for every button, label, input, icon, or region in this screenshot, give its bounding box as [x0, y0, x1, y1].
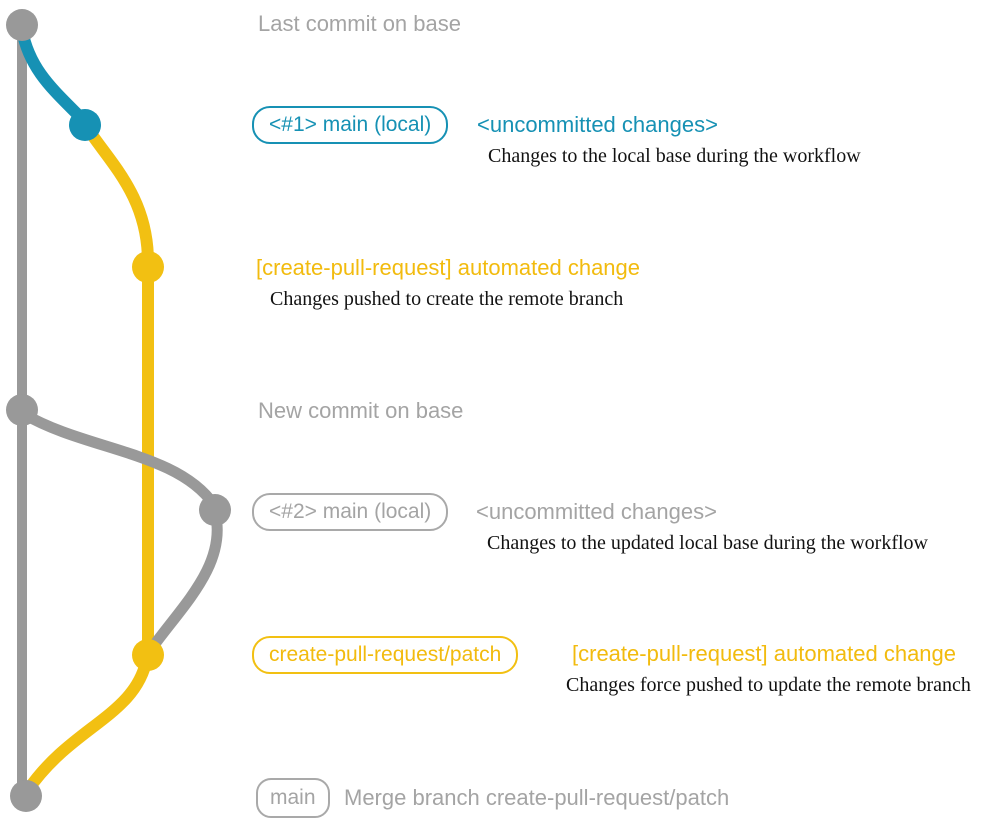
- push2-title: [create-pull-request] automated change: [572, 641, 957, 666]
- push2-pill: create-pull-request/patch: [252, 636, 519, 675]
- push1-title: [create-pull-request] automated change: [256, 255, 641, 280]
- commit-dot-local-2: [199, 494, 231, 526]
- branch1-pill: <#1> main (local): [252, 106, 449, 145]
- branch2-pill: <#2> main (local): [252, 493, 449, 532]
- push1-note: Changes pushed to create the remote bran…: [270, 288, 624, 310]
- new-commit-label: New commit on base: [258, 398, 464, 423]
- commit-dot-merge: [10, 780, 42, 812]
- pr-merge-curve: [22, 652, 153, 796]
- branch1-note: Changes to the local base during the wor…: [488, 145, 861, 167]
- commit-dot-new-base: [6, 394, 38, 426]
- branch2-note: Changes to the updated local base during…: [487, 532, 928, 554]
- commit-dot-local-1: [69, 109, 101, 141]
- branch2-status: <uncommitted changes>: [476, 499, 717, 524]
- branch1-status: <uncommitted changes>: [477, 112, 718, 137]
- merge-pill: main: [256, 778, 330, 819]
- commit-dot-automated-1: [132, 251, 164, 283]
- commit-dot-last-base: [6, 9, 38, 41]
- push2-note: Changes force pushed to update the remot…: [566, 674, 971, 696]
- commit-dot-automated-2: [132, 639, 164, 671]
- base-to-local2-curve: [18, 408, 220, 511]
- local2-to-pr-curve: [146, 506, 223, 654]
- local-branch-curve: [16, 24, 91, 128]
- pr-branch-line: [80, 120, 154, 658]
- last-commit-label: Last commit on base: [258, 11, 461, 36]
- merge-message: Merge branch create-pull-request/patch: [344, 785, 730, 810]
